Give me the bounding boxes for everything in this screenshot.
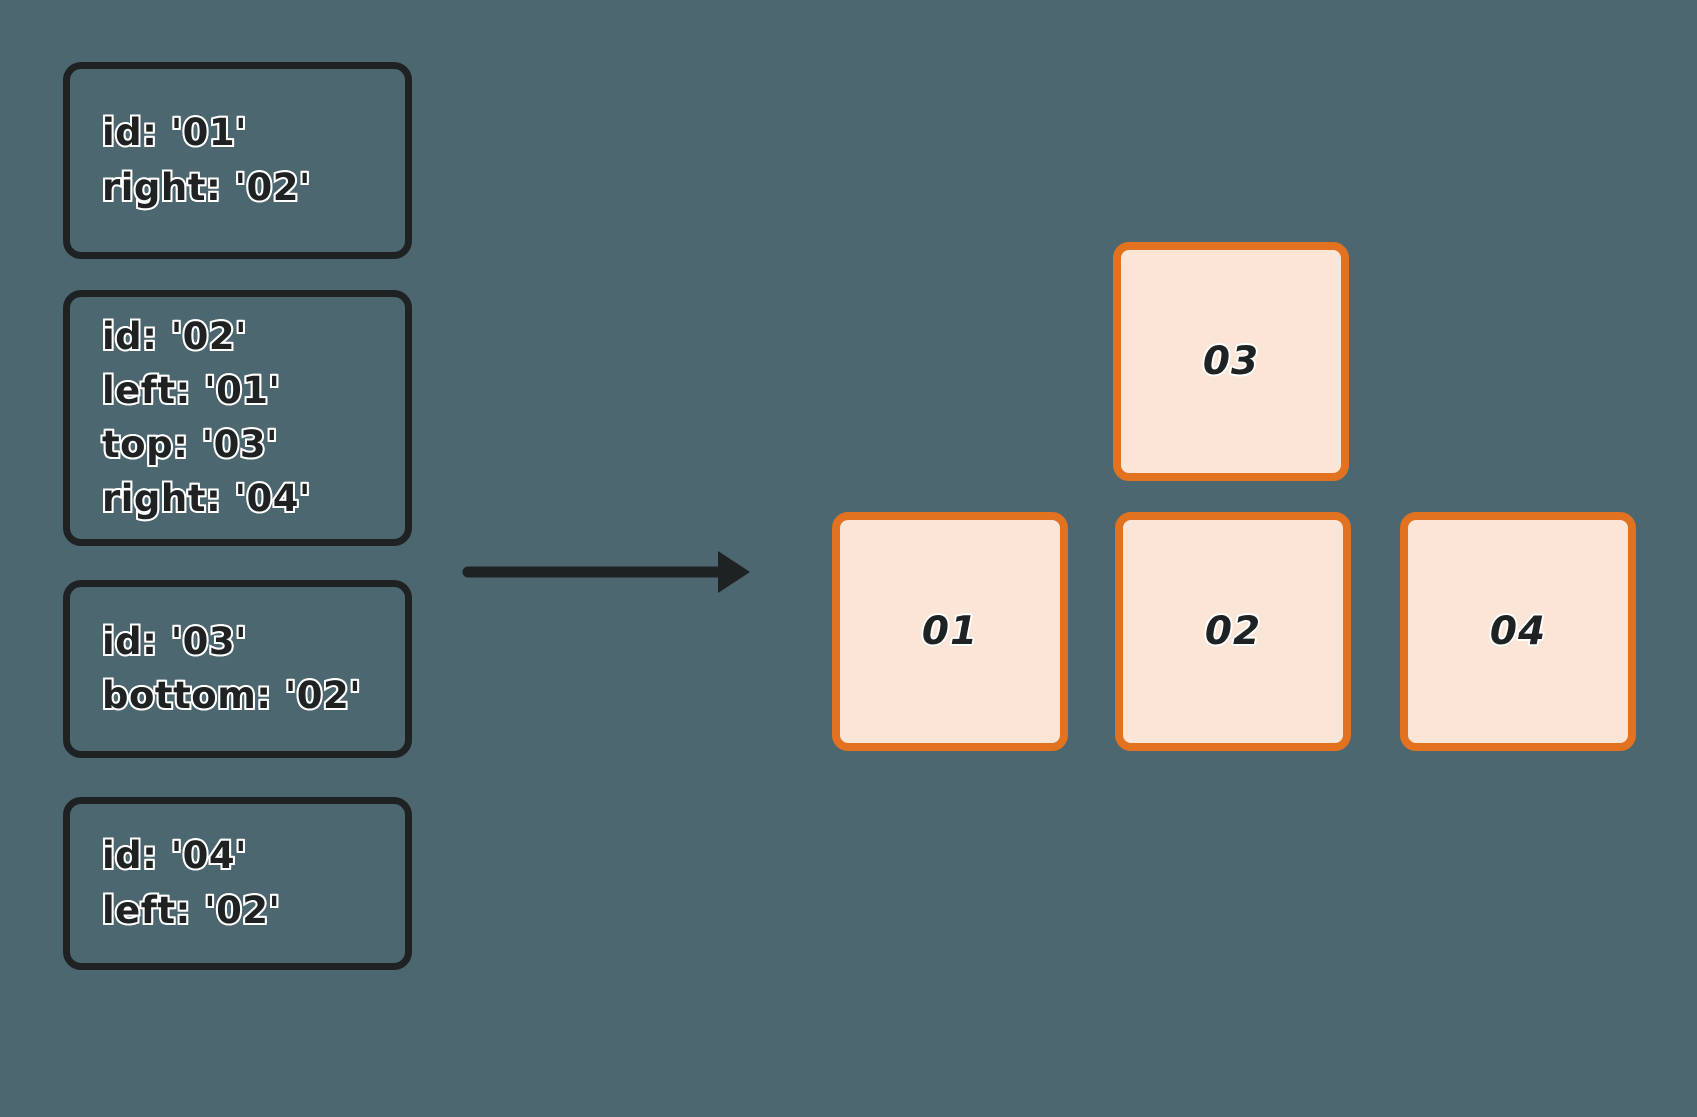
spec-box-node-01: id: '01' right: '02' [63, 62, 412, 259]
spec-line: id: '02' [100, 313, 249, 360]
layout-tile-03[interactable]: 03 [1113, 242, 1349, 481]
spec-line: left: '02' [100, 886, 282, 933]
layout-tile-04[interactable]: 04 [1400, 512, 1636, 751]
spec-line: left: '01' [100, 367, 282, 414]
tile-label: 04 [1489, 609, 1547, 654]
spec-line: top: '03' [100, 421, 279, 468]
spec-box-node-04: id: '04' left: '02' [63, 797, 412, 970]
spec-line: id: '03' [100, 618, 249, 665]
spec-line: bottom: '02' [100, 672, 363, 719]
arrow-right-icon [462, 551, 750, 593]
spec-line: right: '04' [100, 475, 312, 522]
tile-label: 02 [1204, 609, 1262, 654]
spec-box-node-02: id: '02' left: '01' top: '03' right: '04… [63, 290, 412, 546]
spec-line: id: '01' [100, 109, 249, 156]
tile-label: 01 [921, 609, 979, 654]
spec-line: right: '02' [100, 163, 312, 210]
layout-tile-01[interactable]: 01 [832, 512, 1068, 751]
layout-tile-02[interactable]: 02 [1115, 512, 1351, 751]
spec-box-node-03: id: '03' bottom: '02' [63, 580, 412, 758]
spec-line: id: '04' [100, 832, 249, 879]
tile-label: 03 [1202, 339, 1260, 384]
